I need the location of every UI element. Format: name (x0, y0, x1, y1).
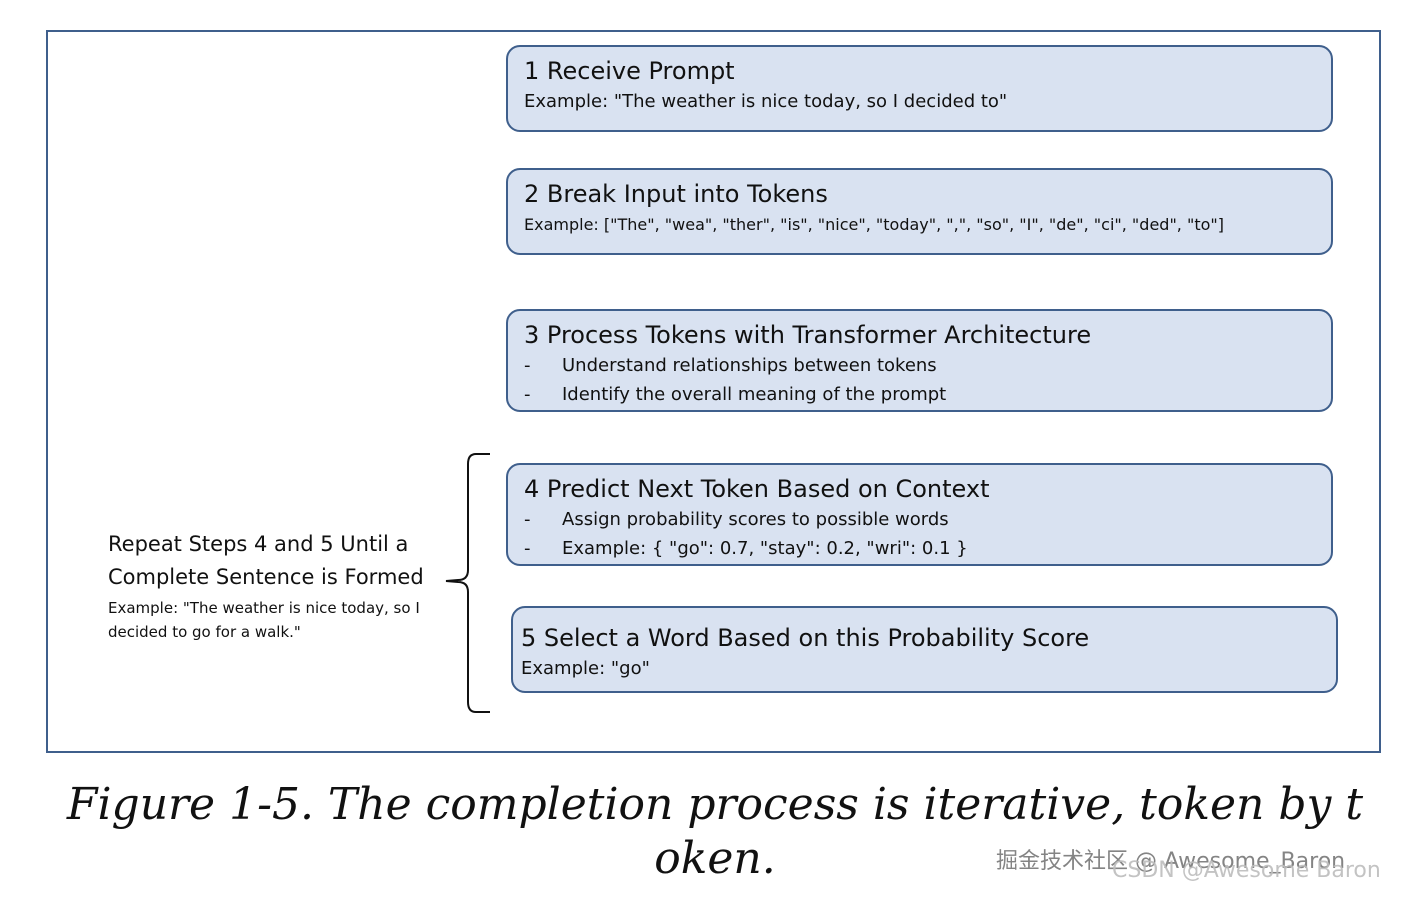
bullet-dash: - (524, 538, 531, 559)
step-5-title: 5 Select a Word Based on this Probabilit… (521, 624, 1090, 652)
repeat-note: Repeat Steps 4 and 5 Until a Complete Se… (108, 528, 448, 644)
bullet-dash: - (524, 355, 531, 376)
step-1-example: Example: "The weather is nice today, so … (524, 91, 1008, 112)
step-4-box: 4 Predict Next Token Based on Context - … (506, 463, 1333, 566)
watermark: CSDN @Awesome Baron (1112, 858, 1381, 883)
step-3-bullet: - Identify the overall meaning of the pr… (524, 380, 1315, 409)
step-1-title: 1 Receive Prompt (524, 57, 735, 85)
step-2-box: 2 Break Input into Tokens Example: ["The… (506, 168, 1333, 255)
step-4-title: 4 Predict Next Token Based on Context (524, 475, 990, 503)
step-3-title: 3 Process Tokens with Transformer Archit… (524, 321, 1092, 349)
repeat-example: Example: "The weather is nice today, so … (108, 599, 420, 641)
curly-brace-icon (445, 453, 490, 713)
bullet-text: Understand relationships between tokens (562, 355, 937, 376)
step-2-example: Example: ["The", "wea", "ther", "is", "n… (524, 215, 1224, 234)
bullet-dash: - (524, 509, 531, 530)
step-4-bullet: - Example: { "go": 0.7, "stay": 0.2, "wr… (524, 534, 1315, 563)
bullet-dash: - (524, 384, 531, 405)
step-1-box: 1 Receive Prompt Example: "The weather i… (506, 45, 1333, 132)
bullet-text: Identify the overall meaning of the prom… (562, 384, 947, 405)
bullet-text: Assign probability scores to possible wo… (562, 509, 949, 530)
step-3-bullet: - Understand relationships between token… (524, 351, 1315, 380)
step-2-title: 2 Break Input into Tokens (524, 180, 828, 208)
figure-caption: Figure 1-5. The completion process is it… (66, 779, 1364, 884)
watermark: 掘金技术社区 @ Awesome_Baron (996, 849, 1346, 874)
step-3-box: 3 Process Tokens with Transformer Archit… (506, 309, 1333, 412)
step-5-box: 5 Select a Word Based on this Probabilit… (511, 606, 1338, 693)
bullet-text: Example: { "go": 0.7, "stay": 0.2, "wri"… (562, 538, 968, 559)
diagram-frame (46, 30, 1381, 753)
step-5-example: Example: "go" (521, 658, 650, 679)
step-4-bullet: - Assign probability scores to possible … (524, 505, 1315, 534)
repeat-heading: Repeat Steps 4 and 5 Until a Complete Se… (108, 532, 424, 589)
